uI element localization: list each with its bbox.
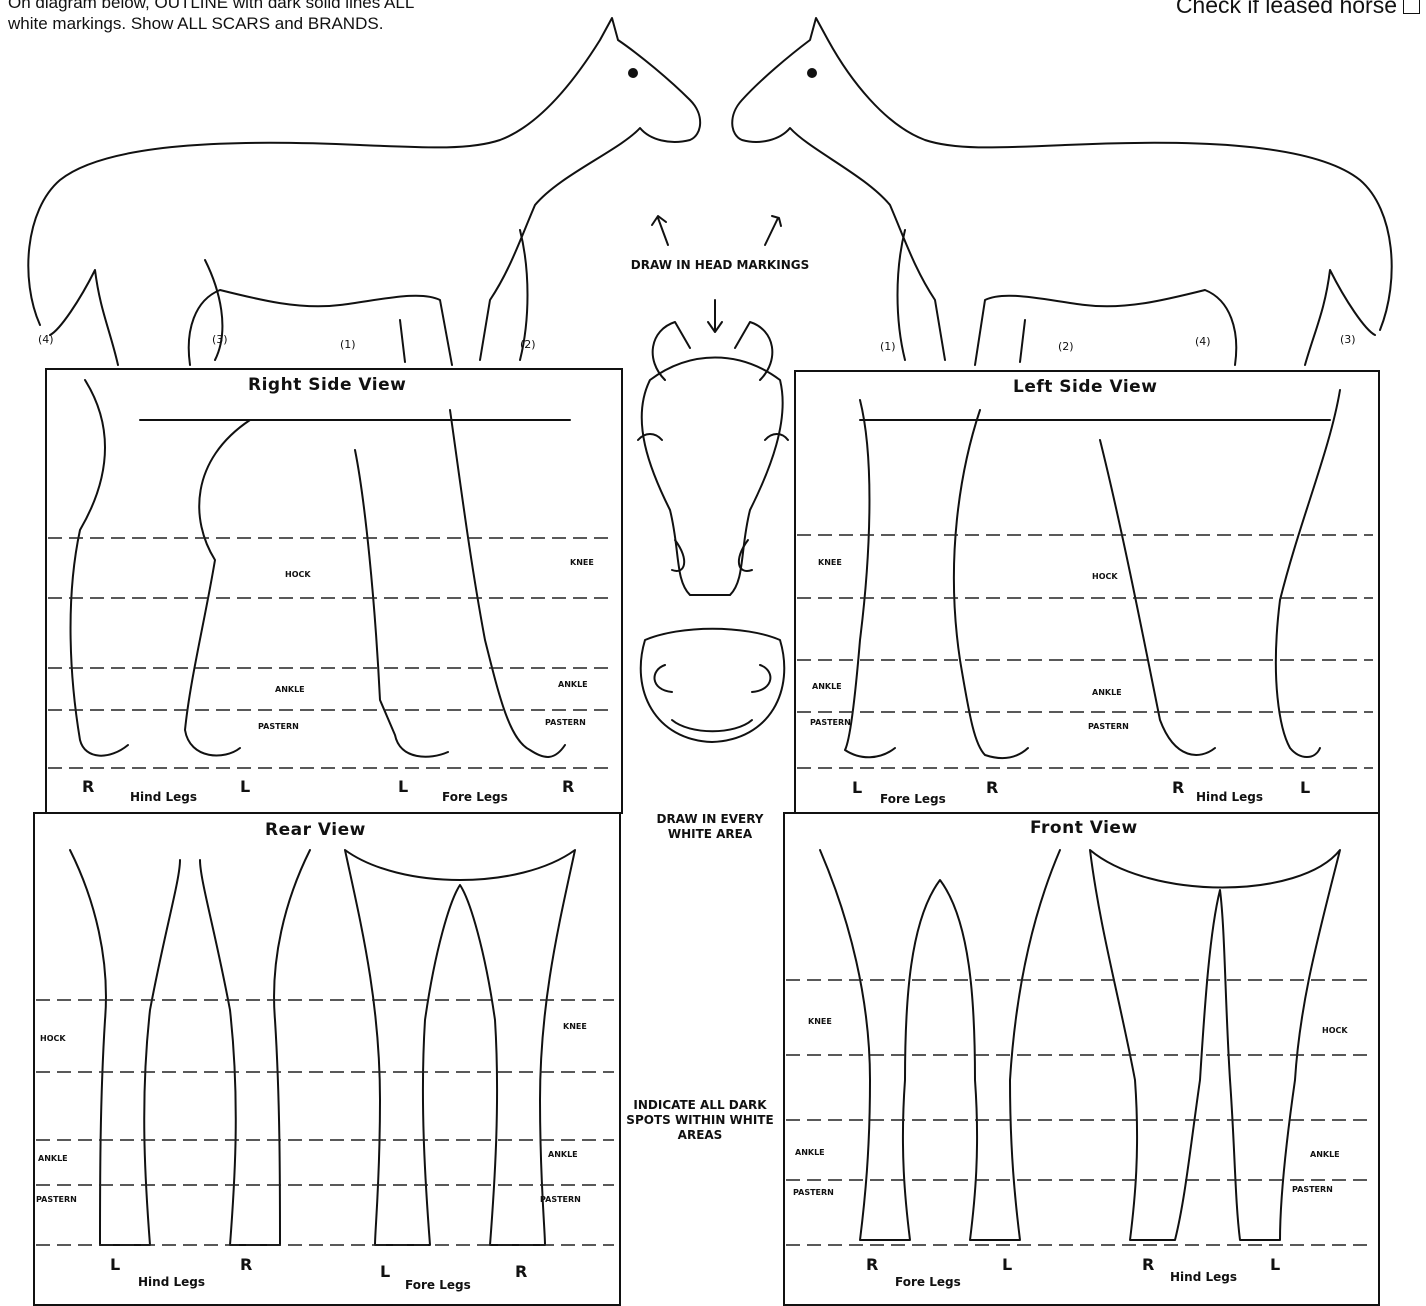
ls-ankle-label-2: ANKLE: [1092, 688, 1122, 697]
rs-knee-label: KNEE: [570, 558, 594, 567]
front-knee-label: KNEE: [808, 1017, 832, 1026]
marker-2-right: (2): [1058, 340, 1074, 353]
muzzle-outline: [641, 629, 785, 742]
ls-hind-l: L: [1300, 778, 1310, 797]
right-side-legs: [71, 380, 570, 757]
ls-pastern-label: PASTERN: [810, 718, 851, 727]
marker-3-right: (3): [1340, 333, 1356, 346]
rear-hind-l: L: [110, 1255, 120, 1274]
ls-hind-r: R: [1172, 778, 1184, 797]
rear-view-title: Rear View: [265, 820, 366, 840]
rear-hock-label: HOCK: [40, 1034, 66, 1043]
rear-knee-label: KNEE: [563, 1022, 587, 1031]
marker-2-left: (2): [520, 338, 536, 351]
rear-hind-caption: Hind Legs: [138, 1275, 205, 1289]
ls-hock-label: HOCK: [1092, 572, 1118, 581]
rs-ankle-label: ANKLE: [275, 685, 305, 694]
white-area-note: DRAW IN EVERY WHITE AREA: [640, 812, 780, 842]
rear-pastern-label: PASTERN: [36, 1195, 77, 1204]
rs-fore-caption: Fore Legs: [442, 790, 508, 804]
rs-ankle-label-2: ANKLE: [558, 680, 588, 689]
front-hock-label: HOCK: [1322, 1026, 1348, 1035]
rear-pastern-label-2: PASTERN: [540, 1195, 581, 1204]
ls-ankle-label: ANKLE: [812, 682, 842, 691]
front-view-title: Front View: [1030, 818, 1138, 838]
horse-left-side-outline: [732, 18, 1391, 365]
front-hind-r: R: [1142, 1255, 1154, 1274]
right-side-view-title: Right Side View: [248, 375, 406, 395]
ls-knee-label: KNEE: [818, 558, 842, 567]
rs-hind-l: L: [240, 777, 250, 796]
dark-spots-note: INDICATE ALL DARK SPOTS WITHIN WHITE ARE…: [625, 1098, 775, 1143]
rear-fore-r: R: [515, 1262, 527, 1281]
rear-fore-caption: Fore Legs: [405, 1278, 471, 1292]
rear-hind-r: R: [240, 1255, 252, 1274]
front-ankle-label: ANKLE: [795, 1148, 825, 1157]
rs-hind-caption: Hind Legs: [130, 790, 197, 804]
head-front-outline: [638, 322, 788, 595]
rear-ankle-label: ANKLE: [38, 1154, 68, 1163]
front-view-legs: [820, 850, 1340, 1240]
rear-fore-l: L: [380, 1262, 390, 1281]
front-hind-caption: Hind Legs: [1170, 1270, 1237, 1284]
rs-pastern-label-2: PASTERN: [545, 718, 586, 727]
front-fore-l: L: [1002, 1255, 1012, 1274]
front-fore-caption: Fore Legs: [895, 1275, 961, 1289]
marker-1-left: (1): [340, 338, 356, 351]
head-marking-arrows: [652, 216, 781, 332]
ls-fore-r: R: [986, 778, 998, 797]
marker-1-right: (1): [880, 340, 896, 353]
front-pastern-label-2: PASTERN: [1292, 1185, 1333, 1194]
rs-hock-label: HOCK: [285, 570, 311, 579]
front-ankle-label-2: ANKLE: [1310, 1150, 1340, 1159]
rs-hind-r: R: [82, 777, 94, 796]
rs-fore-l: L: [398, 777, 408, 796]
ls-fore-l: L: [852, 778, 862, 797]
rs-pastern-label: PASTERN: [258, 722, 299, 731]
left-side-view-title: Left Side View: [1013, 377, 1157, 397]
rear-view-legs: [70, 850, 575, 1245]
ls-hind-caption: Hind Legs: [1196, 790, 1263, 804]
front-pastern-label: PASTERN: [793, 1188, 834, 1197]
marker-4-right: (4): [1195, 335, 1211, 348]
horse-right-side-outline: [28, 18, 700, 365]
front-fore-r: R: [866, 1255, 878, 1274]
ls-pastern-label-2: PASTERN: [1088, 722, 1129, 731]
ls-fore-caption: Fore Legs: [880, 792, 946, 806]
marker-4-left: (4): [38, 333, 54, 346]
rear-ankle-label-2: ANKLE: [548, 1150, 578, 1159]
rs-fore-r: R: [562, 777, 574, 796]
front-hind-l: L: [1270, 1255, 1280, 1274]
head-markings-note: DRAW IN HEAD MARKINGS: [630, 258, 810, 273]
marker-3-left: (3): [212, 333, 228, 346]
